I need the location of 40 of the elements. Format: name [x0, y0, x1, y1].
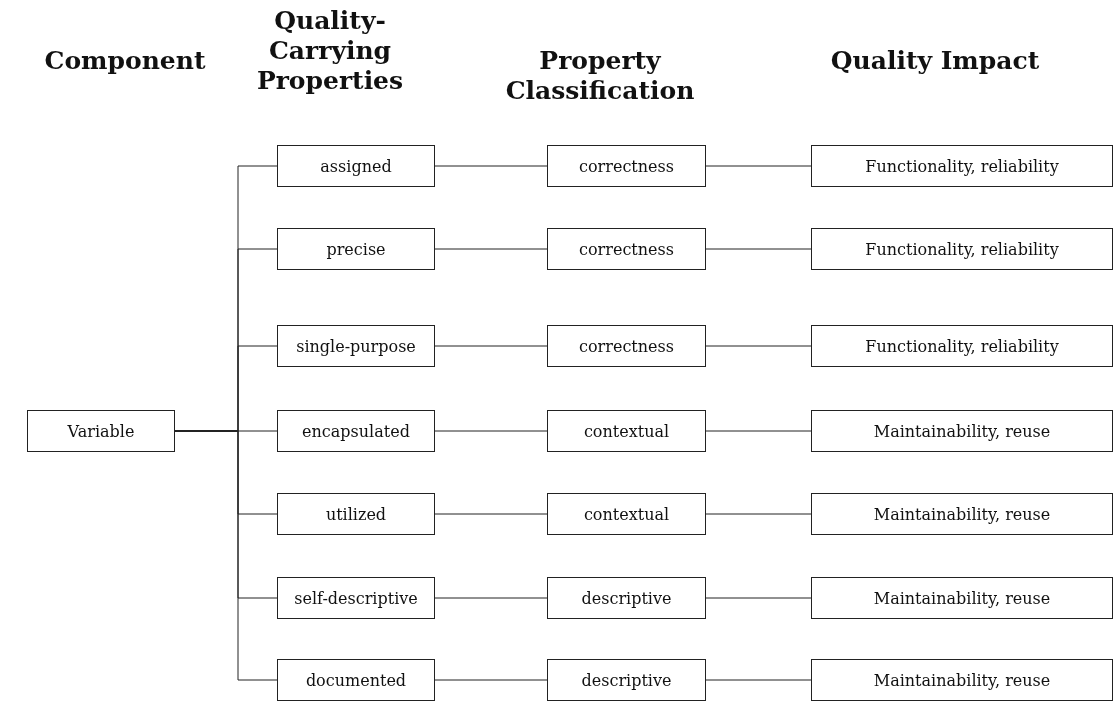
component-box: Variable: [27, 410, 175, 452]
connector-line: [434, 513, 548, 515]
impact-box: Functionality, reliability: [811, 145, 1113, 187]
property-box: utilized: [277, 493, 435, 535]
connector-line: [705, 597, 812, 599]
connector-line: [434, 430, 548, 432]
classification-box: contextual: [547, 410, 706, 452]
column-heading: Quality-Carrying Properties: [255, 6, 405, 96]
connector-line: [705, 165, 812, 167]
connector-line: [434, 248, 548, 250]
column-heading: Quality Impact: [830, 46, 1040, 76]
impact-box: Maintainability, reuse: [811, 410, 1113, 452]
impact-box: Functionality, reliability: [811, 325, 1113, 367]
column-heading: Component: [43, 46, 207, 76]
impact-box: Maintainability, reuse: [811, 659, 1113, 701]
impact-box: Maintainability, reuse: [811, 577, 1113, 619]
connector-line: [434, 345, 548, 347]
classification-box: descriptive: [547, 659, 706, 701]
connector-line: [705, 248, 812, 250]
property-box: single-purpose: [277, 325, 435, 367]
classification-box: correctness: [547, 145, 706, 187]
classification-box: contextual: [547, 493, 706, 535]
classification-box: correctness: [547, 325, 706, 367]
classification-box: correctness: [547, 228, 706, 270]
property-box: self-descriptive: [277, 577, 435, 619]
connector-line: [705, 430, 812, 432]
property-box: precise: [277, 228, 435, 270]
impact-box: Functionality, reliability: [811, 228, 1113, 270]
connector-line: [705, 679, 812, 681]
connector-line: [434, 597, 548, 599]
property-box: encapsulated: [277, 410, 435, 452]
connector-line: [434, 679, 548, 681]
connector-line: [705, 513, 812, 515]
column-heading: Property Classification: [504, 46, 696, 106]
impact-box: Maintainability, reuse: [811, 493, 1113, 535]
property-box: assigned: [277, 145, 435, 187]
classification-box: descriptive: [547, 577, 706, 619]
connector-line: [705, 345, 812, 347]
connector-line: [434, 165, 548, 167]
property-box: documented: [277, 659, 435, 701]
